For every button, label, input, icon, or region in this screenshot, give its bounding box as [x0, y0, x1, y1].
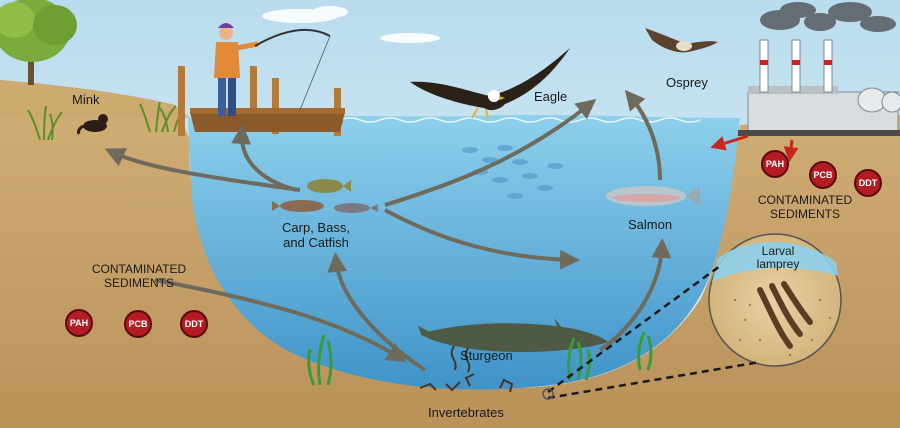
discharge-arrow-down	[783, 139, 799, 162]
contaminated-right-line2: SEDIMENTS	[769, 207, 840, 221]
carp-label-line1: Carp, Bass,	[282, 220, 350, 235]
arrow-sturgeon-to-salmon	[598, 238, 672, 352]
small-fish-school	[462, 145, 563, 199]
contaminated-left-line1: CONTAMINATED	[91, 262, 187, 276]
inset-source-marker	[542, 388, 554, 400]
pah-badge-right: PAH	[761, 150, 789, 178]
aquatic-plants	[307, 331, 653, 386]
larval-label-line1: Larval	[761, 244, 795, 258]
contaminated-sediments-left-label: CONTAMINATED SEDIMENTS	[84, 262, 194, 290]
contaminated-left-line2: SEDIMENTS	[103, 276, 174, 290]
osprey-label: Osprey	[666, 75, 708, 90]
salmon-label: Salmon	[628, 217, 673, 232]
larval-lamprey-label: Larval lamprey	[748, 245, 808, 271]
arrow-to-fisherman	[231, 124, 297, 192]
tree	[0, 0, 77, 85]
smoke-plumes	[760, 2, 896, 32]
sturgeon-illustration	[418, 318, 608, 352]
carp-label-line2: and Catfish	[283, 235, 349, 250]
invertebrates-label: Invertebrates	[428, 405, 504, 420]
osprey-illustration	[645, 28, 718, 53]
invertebrates-illustration	[419, 345, 514, 393]
contaminated-sediments-right-label: CONTAMINATED SEDIMENTS	[750, 193, 860, 221]
sturgeon-label: Sturgeon	[460, 348, 513, 363]
eagle-illustration	[410, 48, 570, 119]
clouds	[262, 6, 440, 43]
arrow-invert-to-fish	[327, 252, 427, 372]
arrow-to-eagle	[384, 99, 597, 207]
mink-label: Mink	[72, 92, 100, 107]
arrow-to-mink	[104, 148, 301, 192]
ground	[0, 80, 900, 428]
factory-illustration	[738, 39, 900, 136]
food-web-arrows	[104, 89, 672, 372]
carp-bass-catfish-illustration	[272, 179, 378, 213]
arrow-salmon-to-osprey	[624, 89, 662, 181]
ddt-badge-right: DDT	[854, 169, 882, 197]
salmon-illustration	[606, 186, 700, 206]
ddt-badge-left: DDT	[180, 310, 208, 338]
pcb-badge-left: PCB	[124, 310, 152, 338]
pah-badge-left: PAH	[65, 309, 93, 337]
pcb-badge-right: PCB	[809, 161, 837, 189]
discharge-arrow	[710, 134, 749, 151]
arrow-fish-to-salmon-area	[384, 208, 580, 270]
eagle-label: Eagle	[534, 89, 568, 104]
grass-tuft-left	[27, 101, 185, 141]
fishing-dock	[178, 66, 345, 136]
larval-label-line2: lamprey	[756, 257, 800, 271]
contaminated-right-line1: CONTAMINATED	[757, 193, 853, 207]
arrow-sediment-to-invert	[154, 278, 407, 363]
larval-lamprey-inset	[708, 233, 842, 367]
mink-illustration	[77, 114, 108, 135]
carp-bass-catfish-label: Carp, Bass, and Catfish	[276, 220, 356, 250]
fisherman-illustration	[214, 23, 331, 116]
